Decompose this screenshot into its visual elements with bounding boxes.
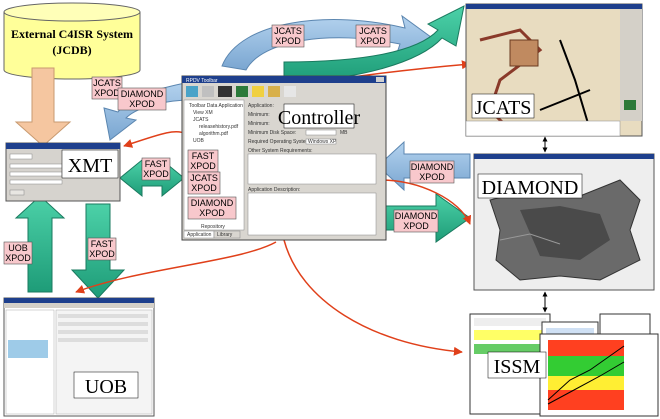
os-select-value: Windows XP xyxy=(308,139,337,145)
disk-space-unit: MB xyxy=(340,130,348,136)
external-system-subtitle: (JCDB) xyxy=(52,43,91,57)
tank-icon[interactable] xyxy=(218,86,232,97)
external-system-cylinder: External C4ISR System (JCDB) xyxy=(3,2,141,80)
xpod-tag-line: XPOD xyxy=(191,183,217,193)
sun-icon[interactable] xyxy=(202,86,214,97)
xpod-tag-line: XPOD xyxy=(199,208,225,218)
issm-label: ISSM xyxy=(494,356,541,378)
tree-item[interactable]: View XM xyxy=(193,110,213,116)
repository-label: Repository xyxy=(201,224,225,230)
tab-application-label: Application xyxy=(187,232,212,238)
tree-item[interactable]: Toolbar Data Application xyxy=(189,103,243,109)
xpod-tag-line: JCATS xyxy=(359,26,387,36)
xpod-tag-fast-uob: FAST XPOD xyxy=(87,237,117,261)
disk-space-input[interactable] xyxy=(305,129,337,136)
field-label: Minimum Disk Space: xyxy=(248,130,296,136)
controller-toolbar xyxy=(186,86,296,97)
red-line-to-issm xyxy=(283,239,463,356)
xpod-tag-fast-xmt: FAST XPOD xyxy=(141,157,171,181)
other-requirements-textarea[interactable] xyxy=(247,153,377,185)
xpod-tag-line: DIAMOND xyxy=(395,211,438,221)
snowflake-icon[interactable] xyxy=(186,86,198,97)
xpod-tag-uob: UOB XPOD xyxy=(3,241,33,265)
tree-item[interactable]: JCATS xyxy=(193,117,209,123)
other-requirements-label: Other System Requirements: xyxy=(248,148,312,154)
xpod-tag-line: UOB xyxy=(8,243,28,253)
diamond-window: DIAMOND xyxy=(473,153,655,291)
xpod-tag-diamond-out: DIAMOND XPOD xyxy=(393,209,439,233)
tree-item[interactable]: releasehistory.pdf xyxy=(199,124,239,130)
tree-icon[interactable] xyxy=(236,86,248,97)
xpod-tag-line: JCATS xyxy=(190,173,218,183)
xpod-tag-jcats-top-left: JCATS XPOD xyxy=(271,24,305,48)
red-line-to-uob xyxy=(75,241,277,294)
diamond-label: DIAMOND xyxy=(482,177,579,199)
controller-label: Controller xyxy=(278,107,361,129)
xpod-tag-jcats-top-right: JCATS XPOD xyxy=(355,24,391,48)
xmt-window: XMT xyxy=(5,142,121,202)
xpod-tag-line: XPOD xyxy=(360,36,386,46)
document-icon[interactable] xyxy=(284,86,296,97)
warning-icon[interactable] xyxy=(252,86,264,97)
field-label: Application: xyxy=(248,103,274,109)
os-select[interactable] xyxy=(305,138,337,145)
field-label: Minimum: xyxy=(248,112,270,118)
field-label: Minimum: xyxy=(248,121,270,127)
xmt-label: XMT xyxy=(68,155,112,177)
tab-library[interactable] xyxy=(213,230,241,239)
field-label: Required Operating System: xyxy=(248,139,311,145)
xpod-tag-line: XPOD xyxy=(5,253,31,263)
xpod-tag-line: DIAMOND xyxy=(191,198,234,208)
controller-window: RPDV Toolbar Toolbar Data Application Vi… xyxy=(181,75,387,241)
red-line-to-xmt xyxy=(123,130,187,148)
xpod-tag-diamond-in: DIAMOND XPOD xyxy=(409,160,455,184)
xpod-tag-line: XPOD xyxy=(190,161,216,171)
jcats-unit-icon xyxy=(624,100,636,110)
xpod-tag-line: XPOD xyxy=(89,249,115,259)
issm-document-stack: ISSM xyxy=(469,313,659,417)
uob-label: UOB xyxy=(85,376,127,398)
xpod-tag-jcats-controller: JCATS XPOD xyxy=(187,171,221,195)
xpod-tag-line: FAST xyxy=(192,151,215,161)
xpod-tag-line: XPOD xyxy=(143,169,169,179)
xpod-tag-jcats-left: JCATS XPOD xyxy=(91,76,123,100)
arrow-jcdb-to-xmt xyxy=(14,67,72,147)
xpod-tag-line: XPOD xyxy=(419,172,445,182)
description-label: Application Description: xyxy=(248,187,300,193)
controller-window-title: RPDV Toolbar xyxy=(186,78,218,84)
tree-item[interactable]: algorithm.pdf xyxy=(199,131,229,137)
jcats-window: JCATS xyxy=(465,3,643,137)
xpod-tag-line: JCATS xyxy=(93,78,121,88)
xpod-tag-diamond-left: DIAMOND XPOD xyxy=(117,87,167,111)
xpod-tag-line: DIAMOND xyxy=(411,162,454,172)
tab-library-label: Library xyxy=(217,232,233,238)
tree-item[interactable]: UOB xyxy=(193,138,205,144)
xpod-tag-line: XPOD xyxy=(403,221,429,231)
xpod-tag-line: XPOD xyxy=(129,99,155,109)
close-icon[interactable] xyxy=(376,77,384,82)
external-system-title: External C4ISR System xyxy=(11,27,133,41)
gear-icon[interactable] xyxy=(268,86,280,97)
xpod-tag-diamond-controller: DIAMOND XPOD xyxy=(187,196,237,220)
xpod-tag-line: DIAMOND xyxy=(121,89,164,99)
red-line-to-diamond xyxy=(379,179,472,225)
jcats-label: JCATS xyxy=(475,97,532,119)
xpod-tag-line: FAST xyxy=(145,159,168,169)
xpod-tag-line: XPOD xyxy=(94,88,120,98)
uob-window: UOB xyxy=(3,297,155,417)
arrow-uob-to-xmt-green xyxy=(14,195,66,293)
xpod-tag-line: XPOD xyxy=(275,36,301,46)
xpod-tag-line: JCATS xyxy=(274,26,302,36)
description-textarea[interactable] xyxy=(247,192,377,236)
xpod-tag-line: FAST xyxy=(91,239,114,249)
xpod-tag-fast-controller: FAST XPOD xyxy=(187,149,219,173)
